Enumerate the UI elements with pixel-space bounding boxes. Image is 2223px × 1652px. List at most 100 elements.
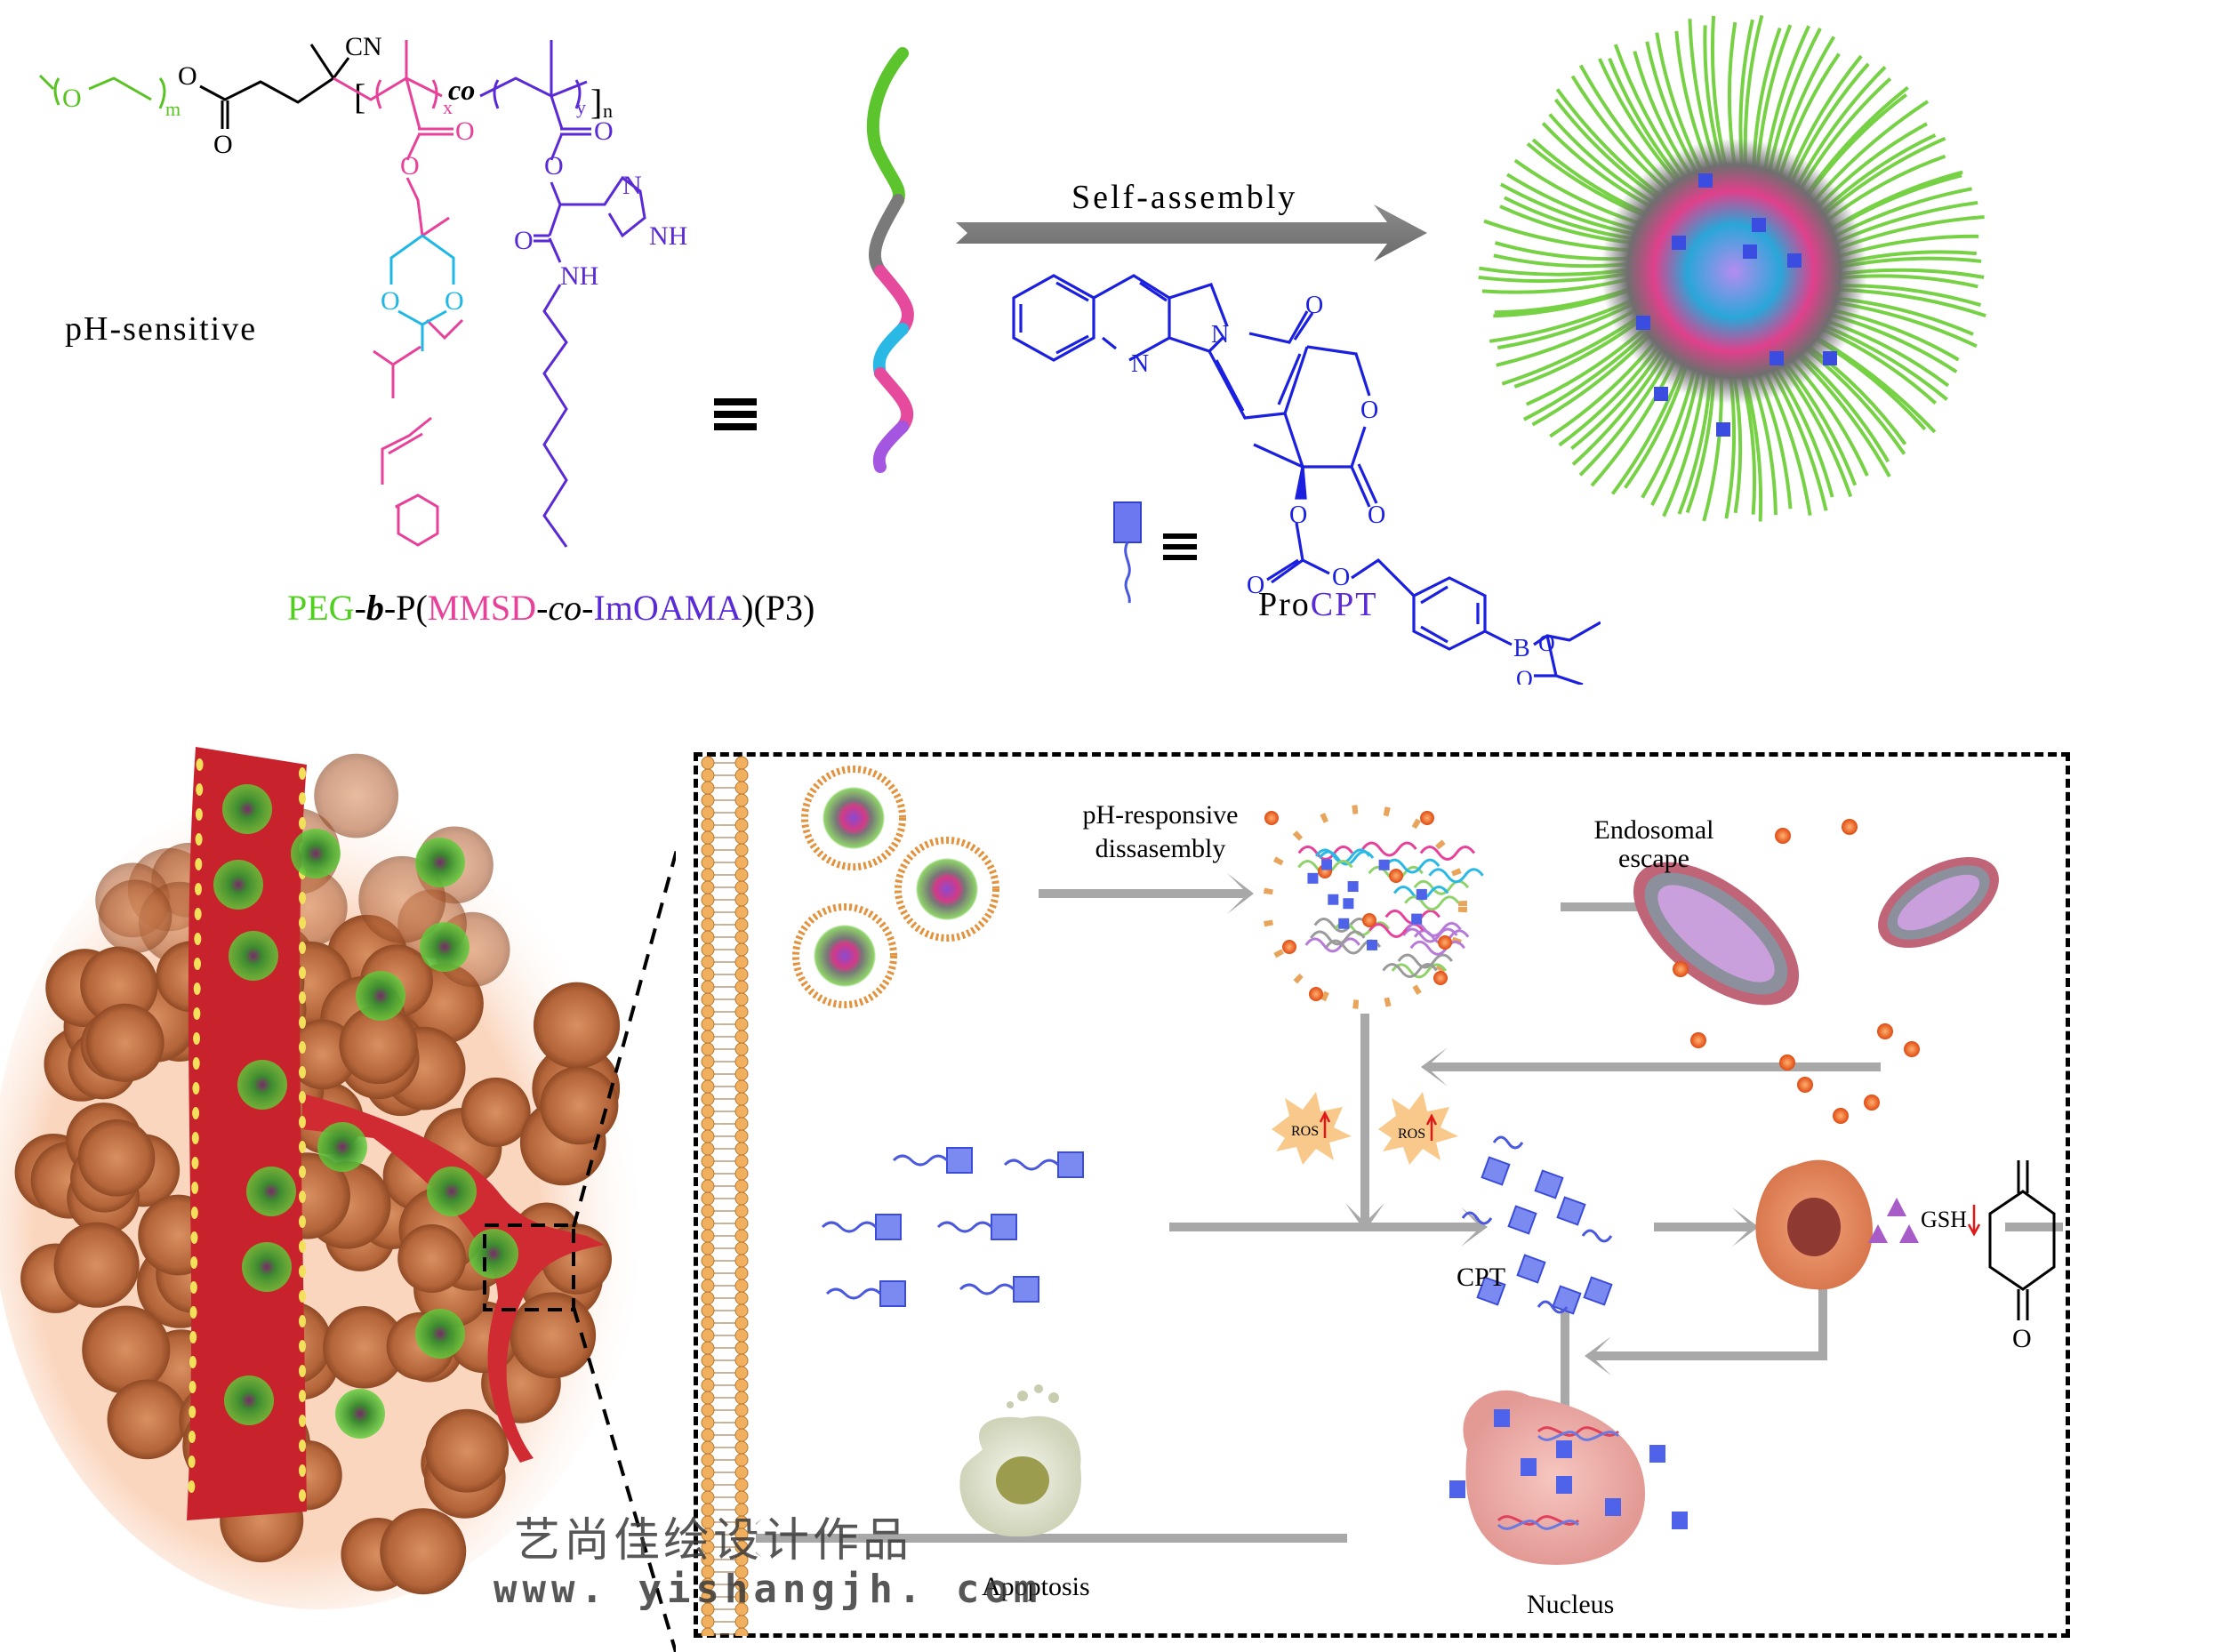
lipid-head	[701, 843, 715, 857]
ros-label-1: ROS	[1291, 1124, 1319, 1139]
lipid-head	[701, 930, 715, 944]
endothelial-cell	[299, 1016, 306, 1029]
lipid-head	[701, 980, 715, 994]
endothelial-cell	[193, 982, 201, 995]
cpt-cube	[1516, 1254, 1546, 1284]
h2o2-sphere	[1779, 1055, 1795, 1071]
lipid-head	[734, 830, 749, 845]
lipid-head	[734, 1179, 749, 1193]
cpt-cube	[1057, 1151, 1084, 1178]
ros-burst-2	[1378, 1092, 1458, 1165]
endothelial-cell	[299, 1066, 306, 1079]
endothelial-cell	[188, 1431, 196, 1443]
micelle-large	[1478, 14, 1986, 522]
lipid-head	[734, 806, 749, 820]
lipid-head	[734, 1042, 749, 1056]
polymer-fragment	[1391, 963, 1448, 979]
tumor-micelle	[427, 1167, 477, 1216]
ester-o2: O	[213, 130, 233, 159]
boronate-linker	[936, 1221, 993, 1233]
tumor-micelle	[242, 1242, 292, 1292]
tumor-micelle	[356, 971, 405, 1021]
procpt-molecule	[825, 1280, 906, 1307]
lipid-head	[701, 1241, 715, 1255]
lipid-head	[701, 992, 715, 1006]
cpt-cube	[1787, 253, 1802, 268]
polymer-chain-ribbon	[866, 47, 914, 473]
cpt-cube	[1716, 422, 1730, 437]
tumor-cell	[380, 1508, 467, 1595]
released-cpt	[1461, 1135, 1613, 1315]
lipid-head	[734, 1366, 749, 1380]
tumor-micelle	[317, 1122, 367, 1172]
cpt-label: CPT	[1457, 1263, 1506, 1292]
lipid-head	[701, 1328, 715, 1343]
lipid-head	[734, 980, 749, 994]
cpt-cube	[1449, 1480, 1465, 1498]
cpt-cube	[1378, 859, 1390, 870]
sub-n: n	[603, 100, 613, 122]
polymer-name-tail: )(P3)	[742, 588, 815, 628]
endothelial-cell	[299, 1315, 306, 1327]
cpt-n2: N	[1211, 321, 1229, 349]
nucleus-label: Nucleus	[1527, 1590, 1615, 1619]
cpt-cube	[1507, 1205, 1537, 1235]
endothelial-cell	[299, 1439, 306, 1452]
lipid-head	[734, 905, 749, 919]
endothelial-cell	[193, 1032, 201, 1045]
cpt-cube	[1416, 888, 1427, 900]
lipid-head	[701, 1167, 715, 1181]
self-assembly-arrow	[956, 204, 1427, 261]
cell-membrane	[701, 756, 749, 1636]
lipid-head	[734, 1465, 749, 1480]
cpt-cube	[1521, 1458, 1537, 1476]
lipid-head	[701, 967, 715, 982]
polymer-fragment	[1304, 937, 1360, 953]
h2o2-sphere	[1438, 935, 1452, 950]
endothelial-cell	[188, 1480, 196, 1493]
lipid-head	[734, 1030, 749, 1044]
cpt-cube	[1494, 1409, 1510, 1427]
polymer-name-b: b	[365, 588, 384, 628]
endothelial-cell	[299, 767, 306, 780]
lipid-head	[734, 1067, 749, 1081]
tumor-micelle	[246, 1167, 296, 1216]
endothelial-cell	[192, 1057, 200, 1070]
lipid-head	[701, 1092, 715, 1106]
endothelial-cell	[299, 817, 306, 830]
quinone-methide	[1988, 1160, 2056, 1320]
polymer-fragment	[1428, 868, 1484, 884]
polymer-name-co: co	[548, 588, 582, 628]
procpt-molecule	[821, 1214, 902, 1240]
lipid-head	[734, 1353, 749, 1367]
polymer-name-mmsd: MMSD	[427, 588, 537, 628]
endothelial-cell	[191, 1132, 199, 1144]
gsh-label: GSH	[1921, 1207, 1967, 1232]
sub-y: y	[576, 96, 586, 118]
lipid-head	[701, 1453, 715, 1467]
endothelial-cell	[299, 1116, 306, 1128]
peg-oxygen: O	[62, 84, 82, 113]
apoptosis-label: Apoptosis	[982, 1572, 1090, 1601]
procpt-molecule	[892, 1147, 973, 1174]
cpt-cube	[1338, 918, 1350, 929]
polymer-fragment	[1409, 940, 1465, 956]
equiv-sign-procpt	[1163, 533, 1197, 560]
lipid-head	[701, 1303, 715, 1318]
endosomal-escape-line1: Endosomal	[1593, 815, 1714, 845]
cell-mechanism-panel	[694, 752, 2070, 1638]
endothelial-cell	[195, 833, 203, 846]
amide-nh: NH	[560, 261, 598, 291]
bracket-close: ]	[590, 82, 602, 122]
tumor-cell	[314, 753, 399, 838]
endothelial-cell	[299, 1091, 306, 1103]
cpt-cube	[1698, 173, 1713, 188]
lipid-head	[701, 1042, 715, 1056]
lipid-head	[734, 1341, 749, 1355]
lipid-head	[734, 1191, 749, 1206]
lipid-head	[701, 806, 715, 820]
self-assembly-label: Self-assembly	[1071, 179, 1298, 216]
h2o2-sphere	[1690, 1032, 1706, 1048]
mechanism-diagram: ROS ROS GSH O	[756, 766, 2063, 1565]
